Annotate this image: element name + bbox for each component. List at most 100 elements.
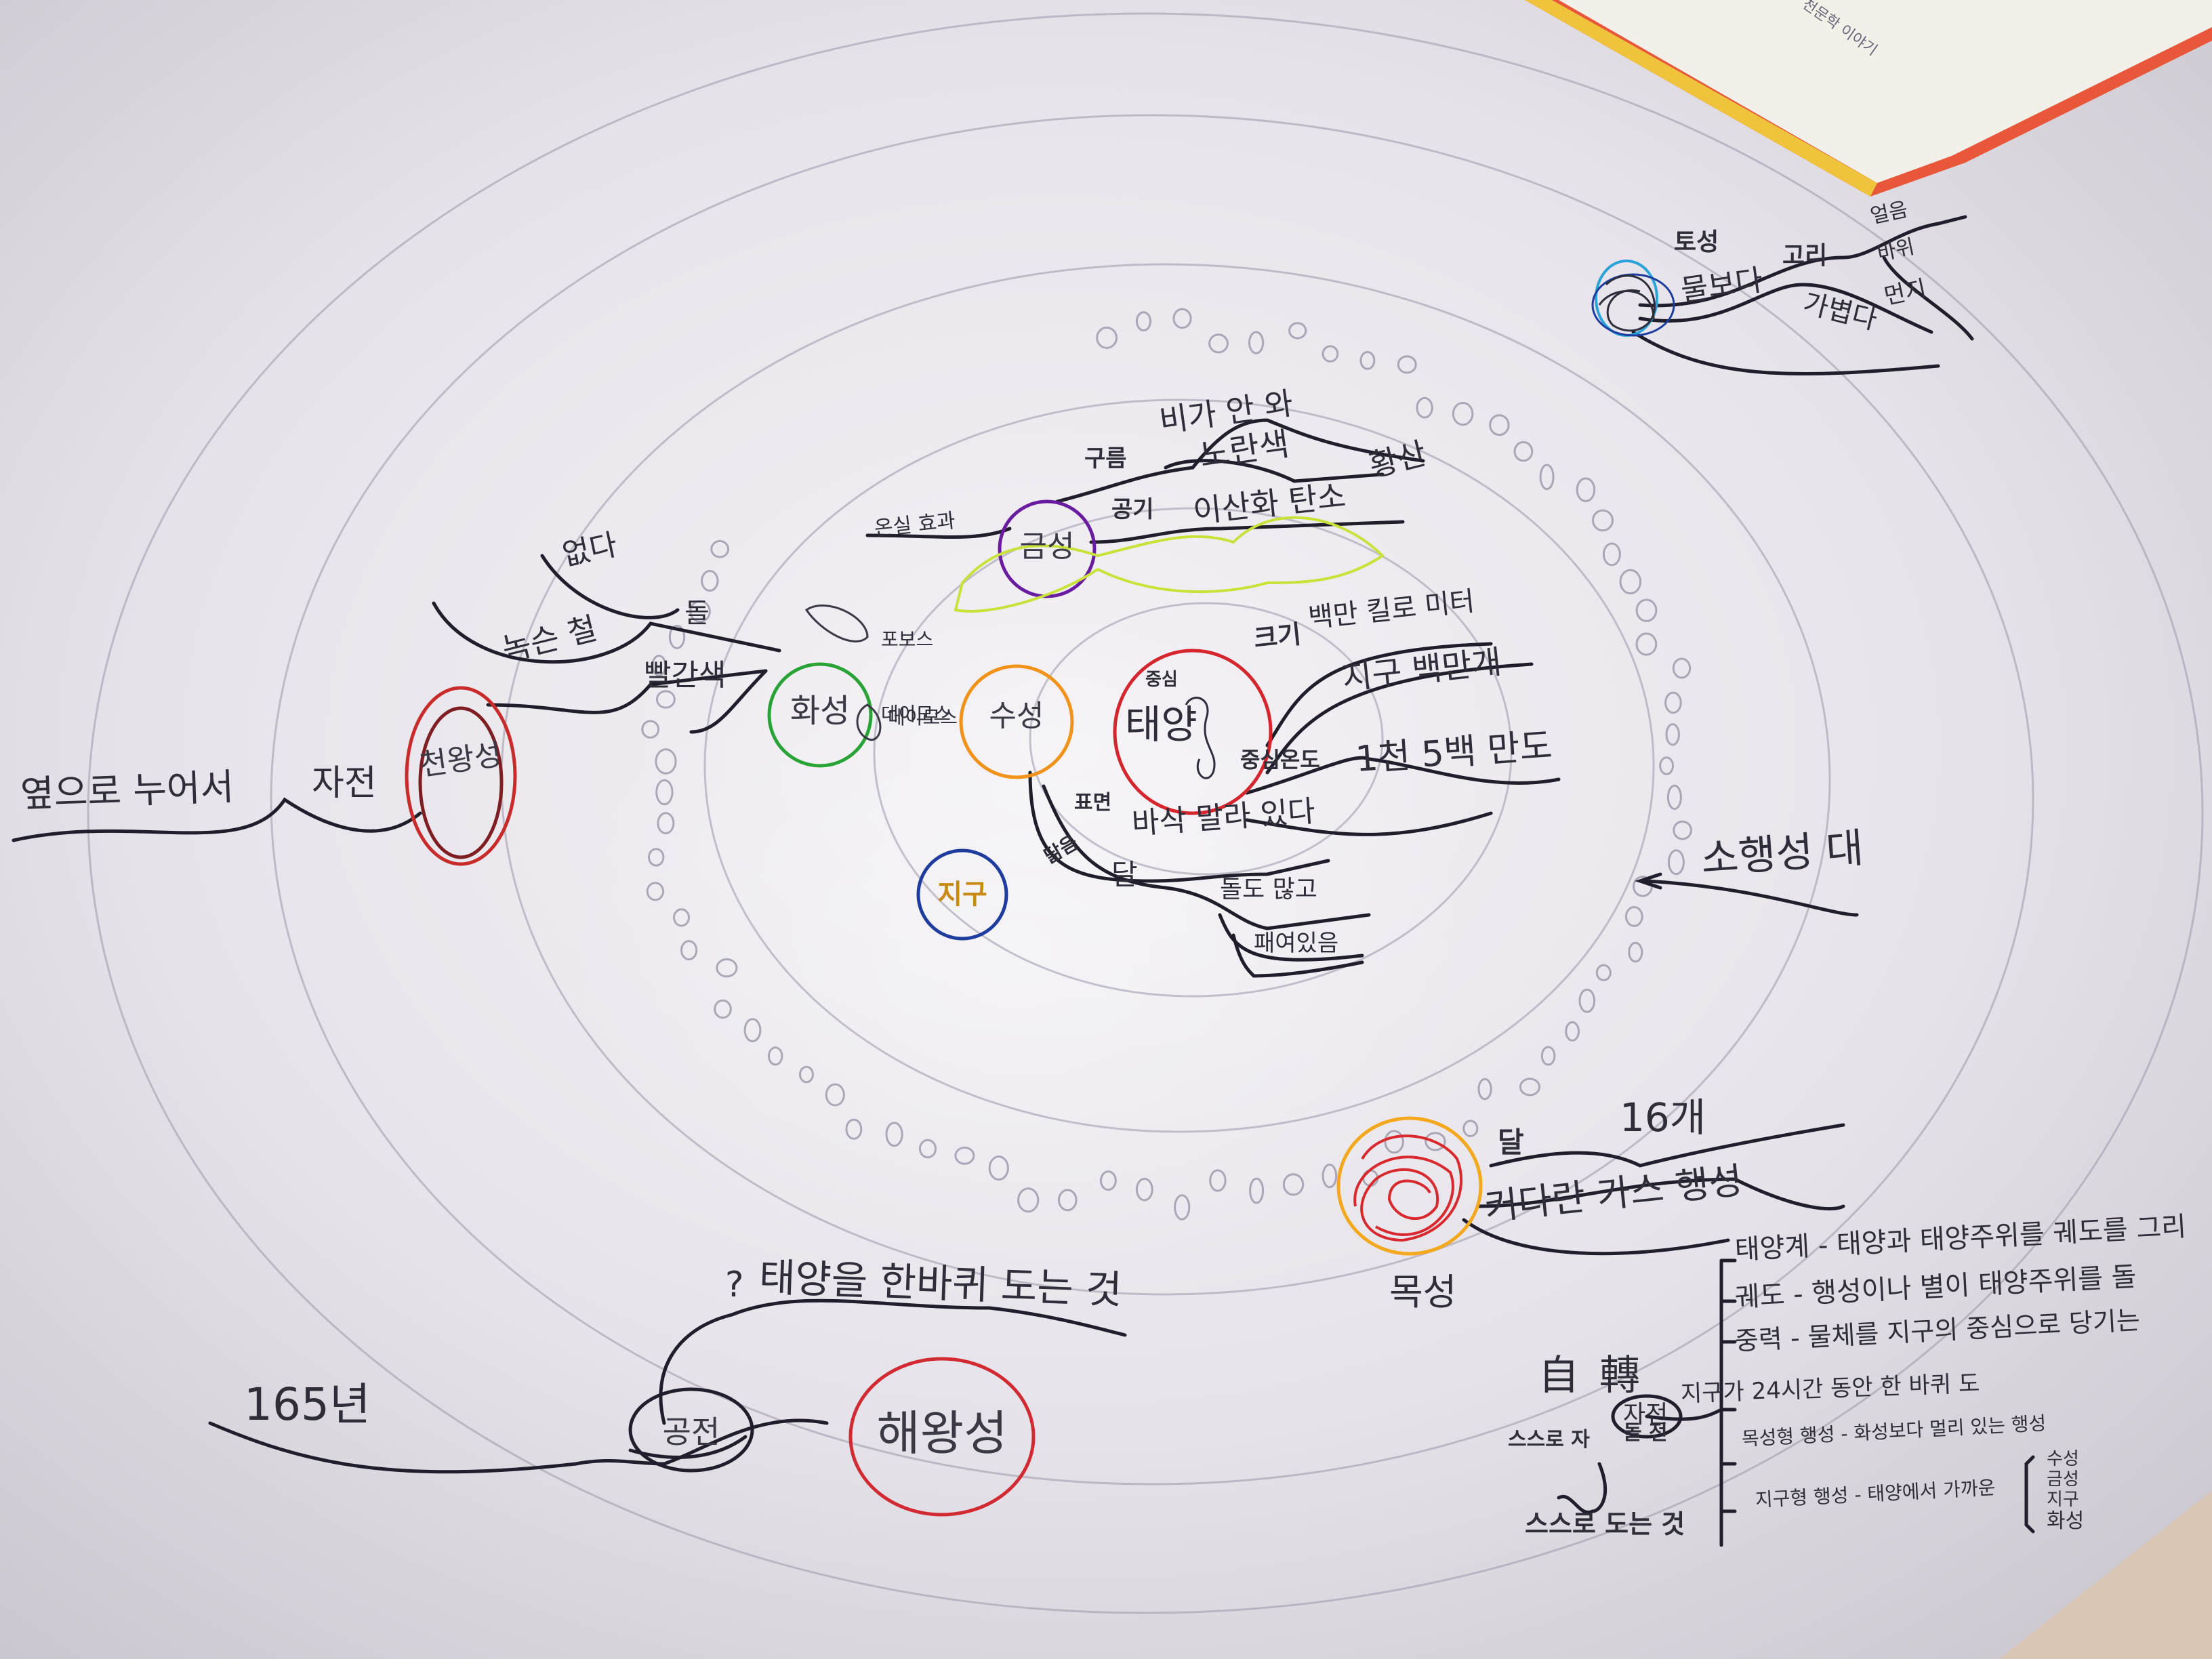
jupiter-moon-key: 달 [1498,1126,1524,1159]
glossary-meaning: 스스로 도는 것 [1525,1509,1685,1539]
asteroid-pebble [988,1155,1009,1181]
asteroid-pebble [1602,542,1621,567]
asteroid-pebble [1540,1046,1556,1066]
neptune-definition: 태양을 한바퀴 도는 것 [758,1254,1123,1313]
asteroid-pebble [648,848,665,867]
glossary-char-turn: 轉 [1599,1352,1640,1399]
asteroid-pebble [710,539,730,558]
asteroid-pebble [1565,1021,1580,1042]
asteroid-pebble [655,748,677,775]
asteroid-belt [641,308,1692,1221]
asteroid-pebble [1635,632,1658,656]
asteroid-pebble [1100,1170,1117,1191]
asteroid-pebble [651,655,667,677]
glossary-terrestrial-venus: 금성 [2047,1469,2079,1490]
asteroid-pebble [845,1118,863,1140]
sun-size-key: 크기 [1252,619,1303,654]
asteroid-pebble [1539,464,1555,491]
venus-air-key: 공기 [1111,496,1154,523]
mercury-dents: 패여있음 [1254,930,1339,957]
asteroid-pebble [655,690,676,709]
glossary-terrestrial-mercury: 수성 [2047,1449,2079,1469]
asteroid-pebble [1248,331,1265,354]
mercury-surface-key: 표면 [1074,791,1112,815]
asteroid-pebble [1519,1078,1541,1097]
orbit-lines [87,12,2204,1614]
asteroid-pebble [714,999,732,1019]
asteroid-pebble [716,958,738,978]
planet-circles [405,260,1683,1517]
mars-moon-deimos: 데이모스 [881,703,951,725]
mercury-label: 수성 [989,699,1044,733]
asteroid-pebble [1174,1194,1191,1221]
mercury-craters: 돌도 많고 [1220,876,1317,903]
jupiter-label: 목성 [1389,1271,1457,1313]
asteroid-pebble [1452,402,1474,426]
sun-temp-key: 중심온도 [1240,747,1320,773]
book-corner [1525,0,2212,197]
venus-cloud-key: 구름 [1084,445,1127,472]
mars-moon-phobos: 포보스 [881,628,934,651]
asteroid-pebble [1288,322,1307,340]
asteroid-pebble [1672,657,1692,679]
asteroid-pebble [1666,784,1682,811]
jupiter-scribble [1353,1134,1463,1242]
asteroid-pebble [1664,691,1682,714]
asteroid-pebble [1489,414,1510,436]
asteroid-pebble [825,1083,845,1107]
asteroid-pebble [1667,849,1685,876]
asteroid-pebble [1135,311,1152,332]
asteroid-pebble [657,812,675,835]
mars-label: 화성 [790,692,851,730]
asteroid-pebble [1282,1173,1305,1196]
glossary-terrestrial-earth: 지구 [2047,1490,2079,1510]
asteroid-pebble [799,1065,814,1084]
neptune-period: 165년 [244,1378,371,1431]
glossary-rotation: 자전 [1623,1401,1668,1429]
asteroid-pebble [1058,1189,1078,1212]
sun-scribble [1185,697,1216,779]
mars-red: 빨간색 [644,658,726,693]
asteroid-pebble [1208,333,1229,354]
asteroid-pebble [1397,355,1417,374]
neptune-label: 해왕성 [876,1406,1008,1461]
asteroid-pebble [1359,351,1376,370]
asteroid-pebble [1249,1177,1265,1204]
mercury-side-label: 데이모스 [888,706,958,729]
asteroid-pebble [668,624,686,649]
jupiter-moon-value: 16개 [1620,1094,1706,1141]
asteroid-pebble [1477,1078,1492,1101]
neptune-revolution: 공전 [662,1414,720,1450]
asteroid-pebble [1673,820,1692,840]
asteroid-pebble [918,1139,937,1159]
asteroid-pebble [673,908,690,927]
uranus-lying: 옆으로 누어서 [19,765,235,816]
earth-label: 지구 [937,879,987,910]
asteroid-pebble [1665,723,1680,746]
asteroid-pebble [1628,941,1643,963]
asteroid-pebble [701,570,719,592]
asteroid-pebble [743,1018,762,1042]
asteroid-pebble [1322,1164,1338,1189]
saturn-scribble [1598,274,1656,332]
asteroid-pebble [680,940,698,961]
asteroid-pebble [767,1046,783,1066]
sun-top-note: 중심 [1145,670,1178,690]
neptune-question: ? [725,1265,744,1305]
asteroid-pebble [1322,345,1339,363]
mars-stone: 돌 [684,598,710,629]
asteroid-pebble [689,600,711,623]
asteroid-pebble [1384,1130,1404,1154]
asteroid-pebble [1635,598,1658,622]
asteroid-pebble [954,1146,975,1165]
glossary-terrestrial-mars: 화성 [2047,1509,2085,1533]
glossary-self-reading: 스스로 자 [1508,1428,1590,1452]
saturn-key: 토성 [1674,228,1719,256]
asteroid-pebble [1462,1120,1479,1137]
uranus-rotation: 자전 [312,763,377,804]
venus-label: 금성 [1019,529,1075,564]
asteroid-pebble [646,882,665,901]
asteroid-pebble [1425,1132,1446,1151]
sun-label: 태양 [1125,701,1197,747]
